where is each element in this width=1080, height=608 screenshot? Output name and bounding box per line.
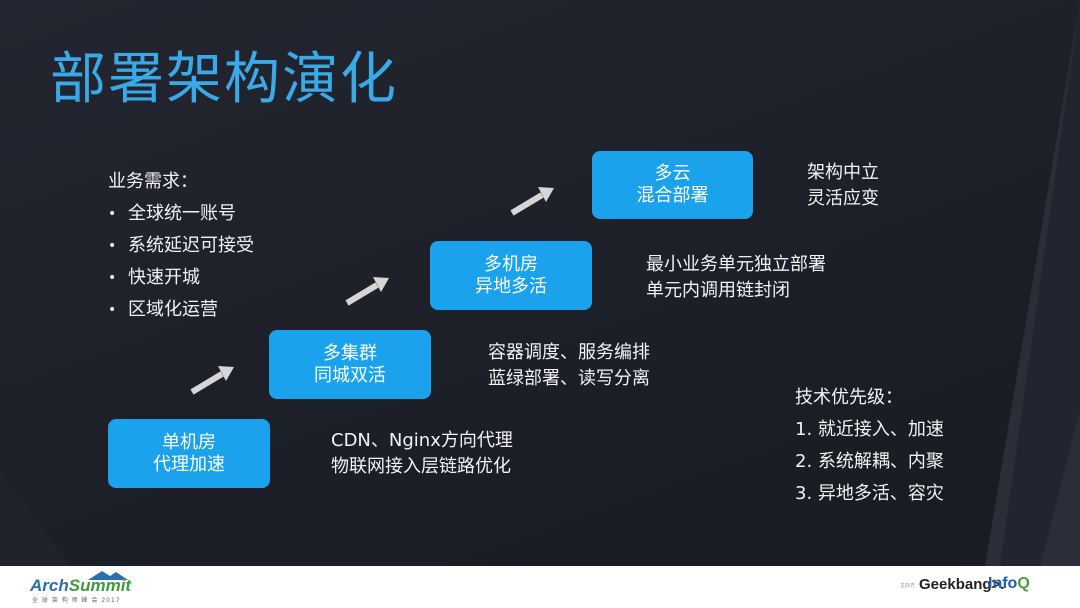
logo-subtitle: 全 球 架 构 师 峰 会 2017 — [32, 597, 121, 604]
infoq-logo: InfoQ — [988, 575, 1030, 593]
stage-label: 多集群 — [323, 342, 377, 364]
stage-note-single-dc: CDN、Nginx方向代理 物联网接入层链路优化 — [331, 428, 513, 480]
list-item: 快速开城 — [108, 262, 254, 294]
requirements-heading: 业务需求： — [108, 171, 198, 192]
archsummit-logo: ArchSummit 全 球 架 构 师 峰 会 2017 — [30, 570, 132, 604]
note-line: CDN、Nginx方向代理 — [331, 430, 513, 451]
stage-note-multi-cloud: 架构中立 灵活应变 — [807, 160, 879, 212]
background-decoration — [985, 0, 1080, 566]
logo-text: Geekbang>. — [919, 576, 1005, 593]
note-line: 容器调度、服务编排 — [488, 342, 650, 363]
logo-prefix: 主办方 — [900, 582, 916, 589]
requirements-list: 全球统一账号 系统延迟可接受 快速开城 区域化运营 — [108, 198, 254, 326]
list-item: 3. 异地多活、容灾 — [795, 483, 944, 504]
arrow-icon — [190, 366, 234, 395]
list-item: 2. 系统解耦、内聚 — [795, 451, 944, 472]
slide: 部署架构演化 业务需求： 全球统一账号 系统延迟可接受 快速开城 区域化运营 单… — [0, 0, 1080, 566]
stage-label: 多云 — [654, 163, 691, 184]
list-item: 1. 就近接入、加速 — [795, 419, 944, 440]
page-title: 部署架构演化 — [50, 47, 398, 112]
note-line: 物联网接入层链路优化 — [331, 456, 511, 477]
note-line: 单元内调用链封闭 — [646, 280, 790, 301]
note-line: 最小业务单元独立部署 — [646, 254, 826, 275]
mountain-icon — [88, 571, 128, 580]
list-item: 全球统一账号 — [108, 198, 254, 230]
stage-box-multi-cloud: 多云 混合部署 — [592, 151, 753, 219]
arrow-icon — [510, 187, 554, 216]
logo-text: Summit — [68, 576, 132, 595]
stage-sublabel: 同城双活 — [314, 364, 386, 386]
priorities-block: 技术优先级： 1. 就近接入、加速 2. 系统解耦、内聚 3. 异地多活、容灾 — [795, 382, 944, 510]
stage-sublabel: 混合部署 — [636, 185, 709, 206]
stage-box-multi-dc: 多机房 异地多活 — [430, 241, 592, 310]
priorities-heading: 技术优先级： — [795, 387, 903, 408]
stage-note-multi-cluster: 容器调度、服务编排 蓝绿部署、读写分离 — [488, 340, 650, 392]
note-line: 架构中立 — [807, 162, 879, 183]
stage-sublabel: 代理加速 — [153, 453, 225, 475]
list-item: 系统延迟可接受 — [108, 230, 254, 262]
arrow-icon — [345, 277, 389, 306]
note-line: 灵活应变 — [807, 188, 879, 209]
stage-label: 单机房 — [162, 431, 216, 453]
stage-sublabel: 异地多活 — [475, 275, 547, 297]
requirements-block: 业务需求： 全球统一账号 系统延迟可接受 快速开城 区域化运营 — [108, 166, 254, 326]
stage-box-multi-cluster: 多集群 同城双活 — [269, 330, 431, 399]
logo-text: Info — [988, 575, 1018, 592]
stage-box-single-dc: 单机房 代理加速 — [108, 419, 270, 488]
stage-note-multi-dc: 最小业务单元独立部署 单元内调用链封闭 — [646, 252, 826, 304]
logo-text: Q — [1017, 575, 1030, 592]
logo-text: Arch — [30, 576, 69, 595]
list-item: 区域化运营 — [108, 294, 254, 326]
stage-label: 多机房 — [484, 253, 538, 275]
note-line: 蓝绿部署、读写分离 — [488, 368, 650, 389]
